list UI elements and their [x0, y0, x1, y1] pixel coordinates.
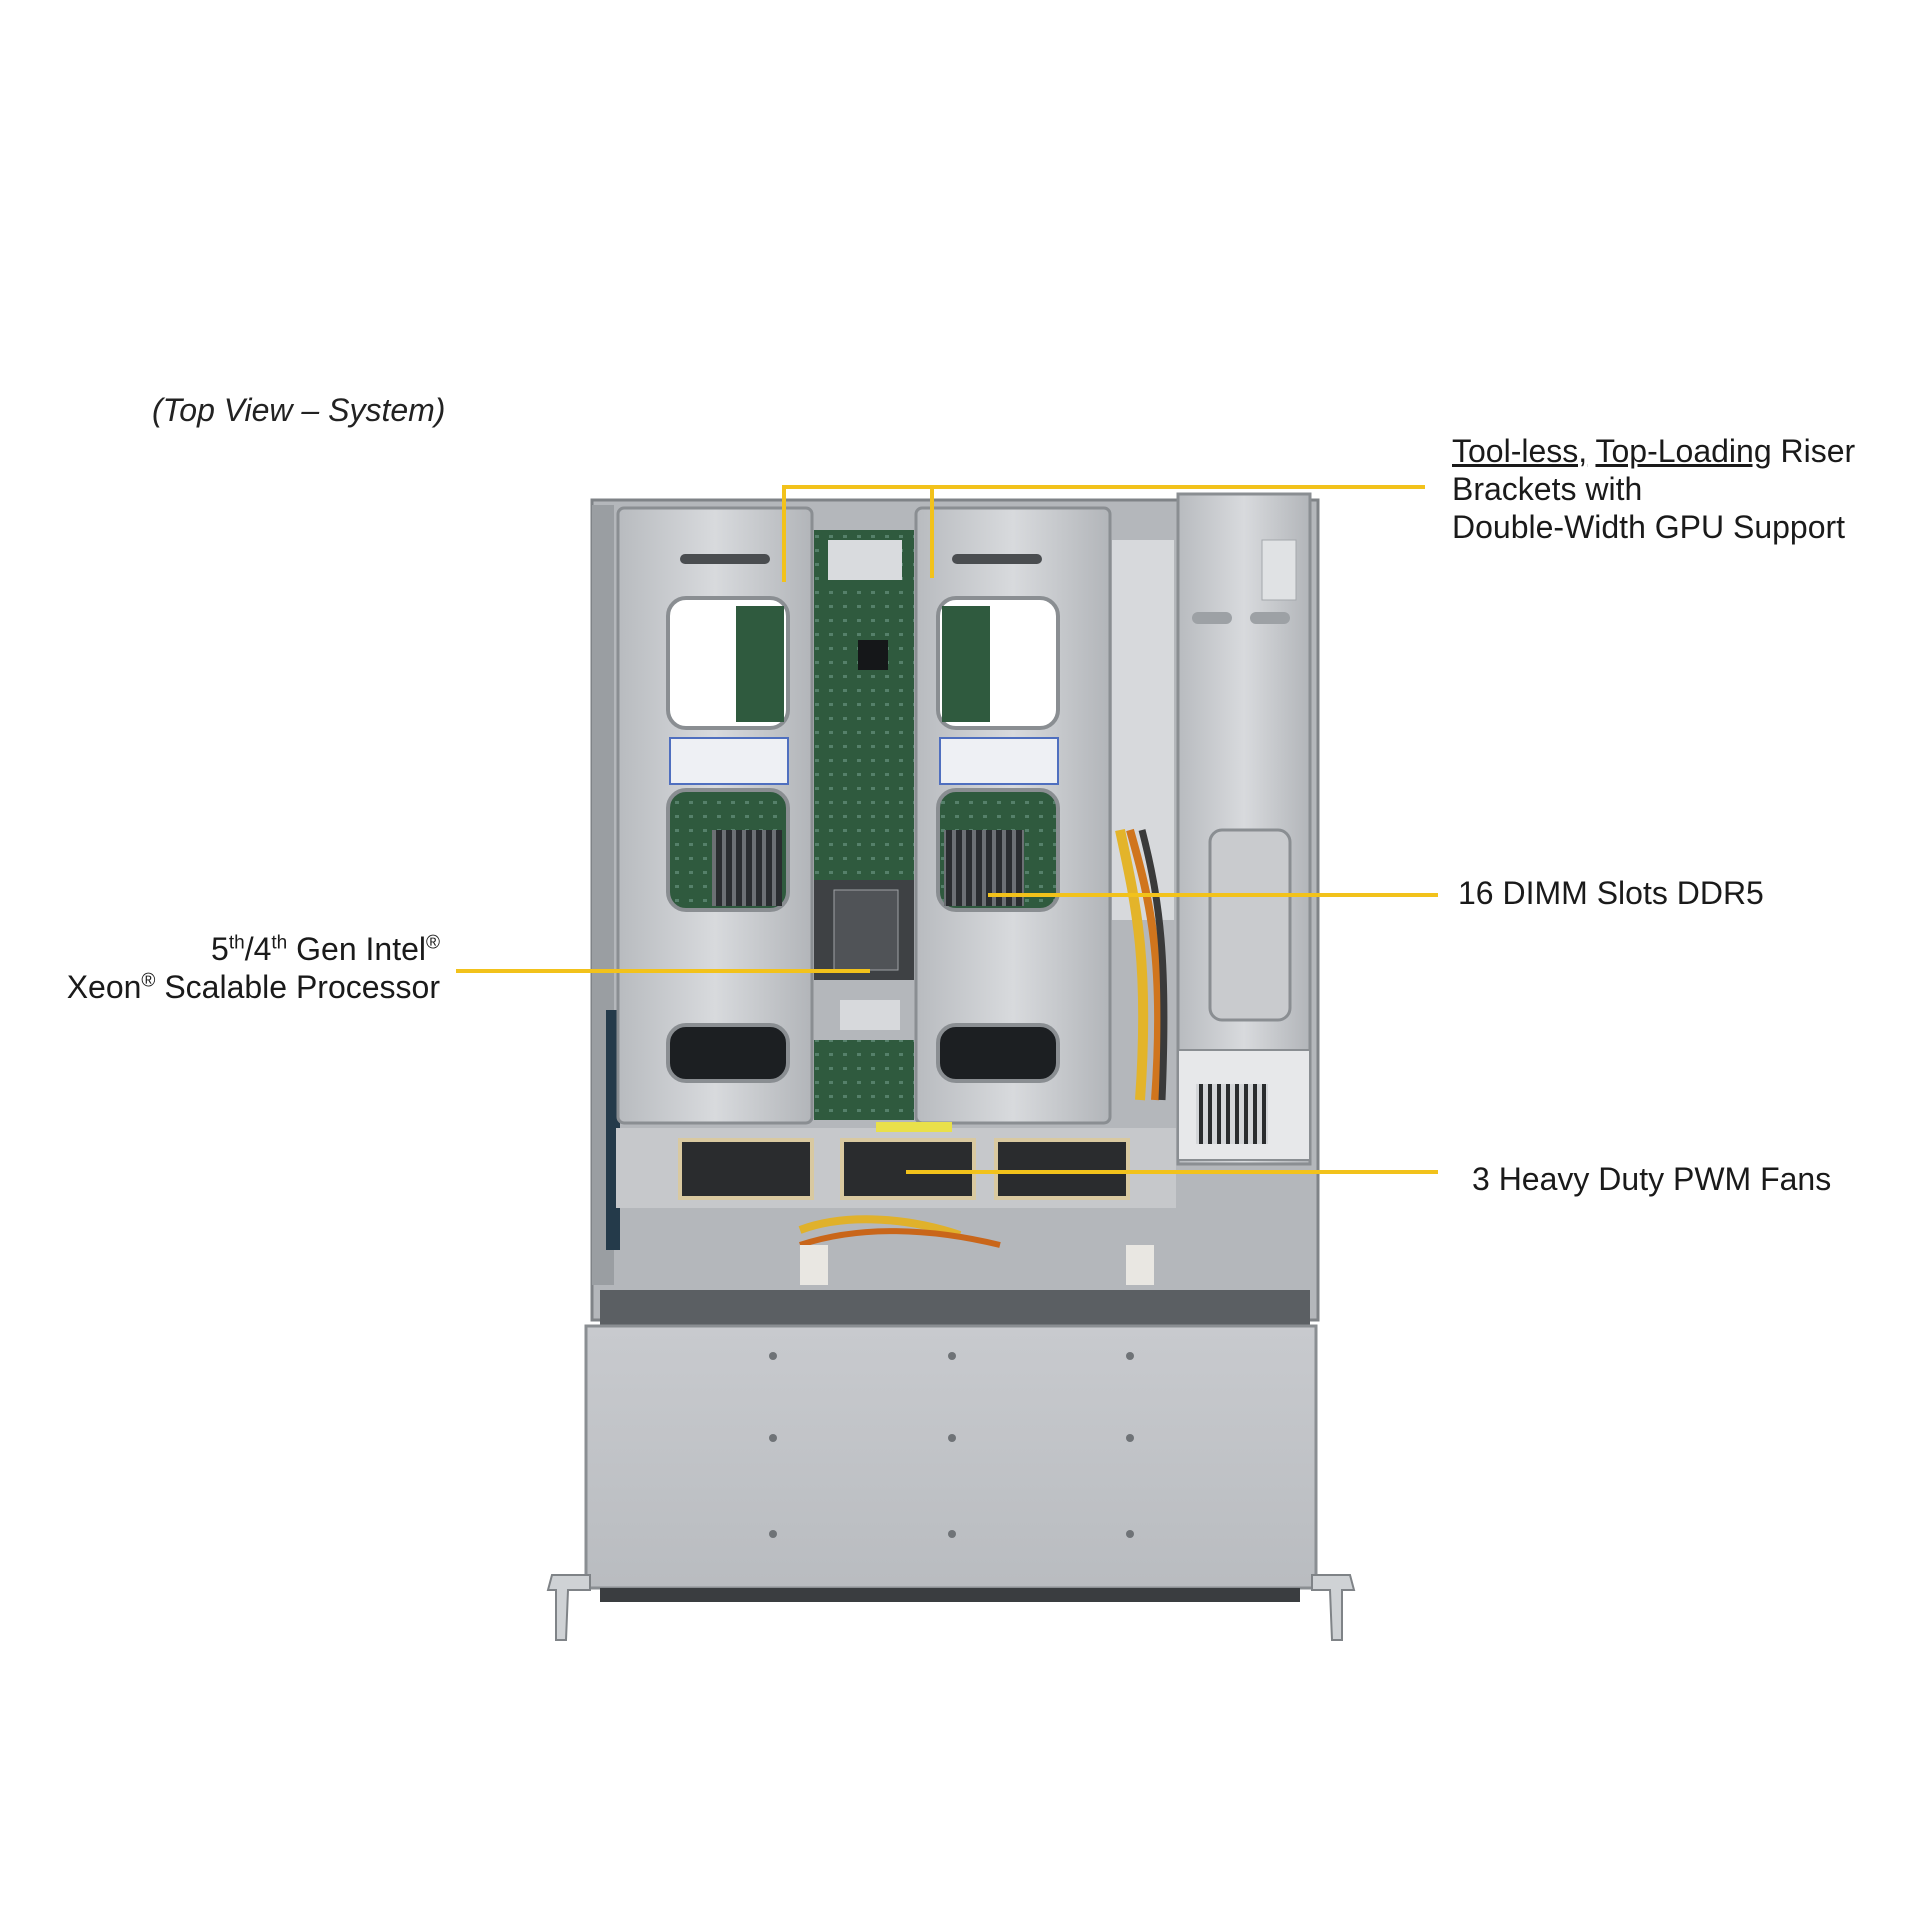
cpu-scalable: Scalable Processor: [155, 969, 440, 1005]
cpu-gen-5: 5: [211, 931, 229, 967]
cpu-sup-th-1: th: [228, 932, 245, 954]
cpu-gen-4: /4: [244, 931, 272, 967]
cpu-sup-th-2: th: [271, 932, 288, 954]
cpu-reg-2: ®: [141, 970, 156, 992]
riser-callout: Tool-less, Top-Loading Riser Brackets wi…: [1452, 432, 1855, 546]
cpu-gen-intel: Gen Intel: [287, 931, 426, 967]
dimm-callout: 16 DIMM Slots DDR5: [1458, 875, 1764, 911]
riser-callout-line-1: Tool-less, Top-Loading Riser: [1452, 432, 1855, 470]
front-bay-cover: [546, 1324, 1356, 1641]
cpu-callout-line-1: 5th/4th Gen Intel®: [50, 930, 440, 968]
fans-callout: 3 Heavy Duty PWM Fans: [1472, 1161, 1832, 1197]
cpu-xeon: Xeon: [66, 969, 142, 1005]
riser-word: Riser: [1780, 433, 1856, 469]
riser-bracket-right: [914, 506, 1112, 1125]
motherboard: [814, 530, 914, 1120]
view-caption: (Top View – System): [152, 392, 446, 428]
cpu-callout: 5th/4th Gen Intel® Xeon® Scalable Proces…: [50, 930, 440, 1006]
riser-bracket-left: [616, 506, 814, 1125]
callout-leader-lines: [456, 485, 1438, 1174]
cpu-callout-line-2: Xeon® Scalable Processor: [50, 968, 440, 1006]
riser-callout-line-2: Brackets with: [1452, 471, 1643, 507]
fan-bay: [600, 1122, 1310, 1326]
riser-leader: [782, 485, 1425, 582]
riser-top-loading: Top-Loading: [1595, 433, 1772, 469]
riser-callout-line-3: Double-Width GPU Support: [1452, 509, 1846, 545]
riser-tool-less: Tool-less,: [1452, 433, 1588, 469]
cpu-reg-1: ®: [426, 932, 440, 954]
